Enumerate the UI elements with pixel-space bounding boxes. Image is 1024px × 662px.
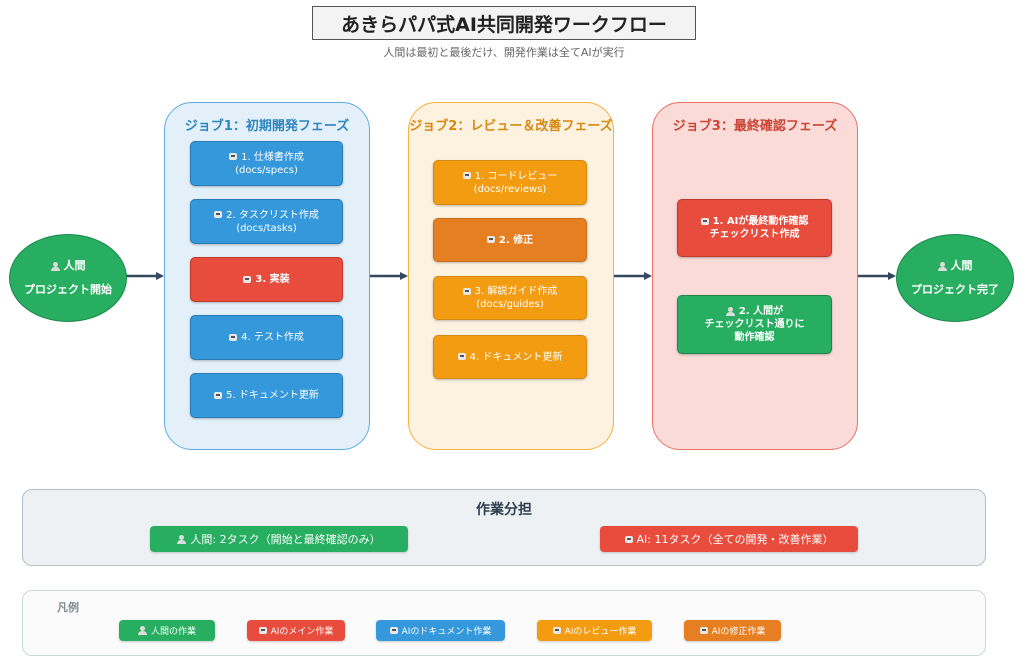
step-sub2: 動作確認: [734, 332, 775, 343]
step-sub: チェックリスト作成: [709, 229, 800, 240]
legend-item-ai-doc: AIのドキュメント作業: [376, 620, 505, 641]
start-node-label: プロジェクト開始: [24, 283, 112, 296]
phase-job1-title: ジョブ1：初期開発フェーズ: [184, 119, 350, 134]
work-division-title: 作業分担: [476, 502, 532, 518]
human-task-summary-text: 人間: 2タスク（開始と最終確認のみ）: [190, 533, 381, 546]
step-label: 4. テスト作成: [241, 332, 304, 343]
step-label: 1. AIが最終動作確認: [712, 216, 809, 227]
robot-icon: [243, 275, 252, 283]
step-label: 3. 解説ガイド作成: [474, 286, 558, 297]
job3-step-ai-check: 1. AIが最終動作確認 チェックリスト作成: [677, 199, 832, 257]
legend-label: 人間の作業: [150, 627, 196, 637]
ai-task-summary: AI: 11タスク（全ての開発・改善作業）: [600, 526, 858, 552]
step-path: (docs/reviews): [473, 183, 547, 195]
phase-job3: ジョブ3：最終確認フェーズ: [652, 102, 858, 450]
robot-icon: [229, 153, 238, 160]
step-label: 1. 仕様書作成: [241, 151, 304, 163]
legend-label: AIの修正作業: [711, 627, 766, 637]
human-task-summary: 人間: 2タスク（開始と最終確認のみ）: [150, 526, 408, 552]
step-label: 4. ドキュメント更新: [469, 351, 563, 363]
step-label: 2. 人間が: [738, 306, 784, 317]
human-icon: [725, 306, 735, 316]
end-node-actor: 人間: [950, 259, 973, 272]
legend-item-ai-fix: AIの修正作業: [684, 620, 781, 641]
legend-label: AIのメイン作業: [270, 627, 334, 637]
step-label: 3. 実装: [255, 274, 290, 285]
step-label: 5. ドキュメント更新: [226, 390, 319, 401]
step-label: 2. タスクリスト作成: [226, 209, 319, 221]
robot-icon: [486, 236, 495, 243]
robot-icon: [229, 333, 238, 341]
robot-icon: [462, 287, 471, 295]
robot-icon: [214, 211, 223, 218]
end-node-label: プロジェクト完了: [911, 283, 999, 296]
robot-icon: [457, 353, 466, 360]
start-node: 人間 プロジェクト開始: [9, 234, 127, 322]
phase-job3-title: ジョブ3：最終確認フェーズ: [672, 119, 838, 134]
job1-step-implement: 3. 実装: [190, 257, 343, 302]
human-icon: [137, 626, 147, 635]
legend-item-human: 人間の作業: [119, 620, 215, 641]
job3-step-human-check: 2. 人間が チェックリスト通りに 動作確認: [677, 295, 832, 354]
diagram-subtitle: 人間は最初と最後だけ、開発作業は全てAIが実行: [383, 46, 625, 59]
human-icon: [177, 534, 187, 544]
phase-job2-title: ジョブ2：レビュー＆改善フェーズ: [409, 119, 613, 134]
robot-icon: [700, 217, 709, 225]
human-icon: [937, 261, 947, 271]
job2-step-review: 1. コードレビュー (docs/reviews): [433, 160, 587, 205]
robot-icon: [389, 627, 398, 634]
job1-step-spec: 1. 仕様書作成 (docs/specs): [190, 141, 343, 186]
job1-step-docs: 5. ドキュメント更新: [190, 373, 343, 418]
step-path: (docs/guides): [476, 299, 544, 310]
job2-step-docs: 4. ドキュメント更新: [433, 335, 587, 379]
job1-step-tasklist: 2. タスクリスト作成 (docs/tasks): [190, 199, 343, 244]
robot-icon: [462, 172, 471, 179]
job1-step-test: 4. テスト作成: [190, 315, 343, 360]
step-label: 1. コードレビュー: [474, 170, 558, 182]
legend-label: AIのレビュー作業: [564, 627, 637, 637]
robot-icon: [699, 627, 708, 634]
step-path: (docs/specs): [235, 164, 298, 176]
human-icon: [50, 261, 60, 271]
step-path: (docs/tasks): [236, 222, 297, 234]
legend-title: 凡例: [57, 601, 79, 614]
step-sub: チェックリスト通りに: [704, 319, 805, 330]
legend-label: AIのドキュメント作業: [401, 627, 492, 637]
ai-task-summary-text: AI: 11タスク（全ての開発・改善作業）: [636, 533, 834, 546]
legend-item-ai-main: AIのメイン作業: [247, 620, 345, 641]
robot-icon: [624, 535, 633, 543]
job2-step-guide: 3. 解説ガイド作成 (docs/guides): [433, 276, 587, 320]
end-node: 人間 プロジェクト完了: [896, 234, 1014, 322]
legend-item-ai-review: AIのレビュー作業: [537, 620, 652, 641]
step-label: 2. 修正: [498, 234, 534, 246]
job2-step-fix: 2. 修正: [433, 218, 587, 262]
start-node-actor: 人間: [63, 259, 86, 272]
robot-icon: [258, 627, 267, 634]
diagram-title: あきらパパ式AI共同開発ワークフロー: [312, 6, 696, 40]
robot-icon: [214, 391, 223, 399]
robot-icon: [552, 627, 561, 634]
